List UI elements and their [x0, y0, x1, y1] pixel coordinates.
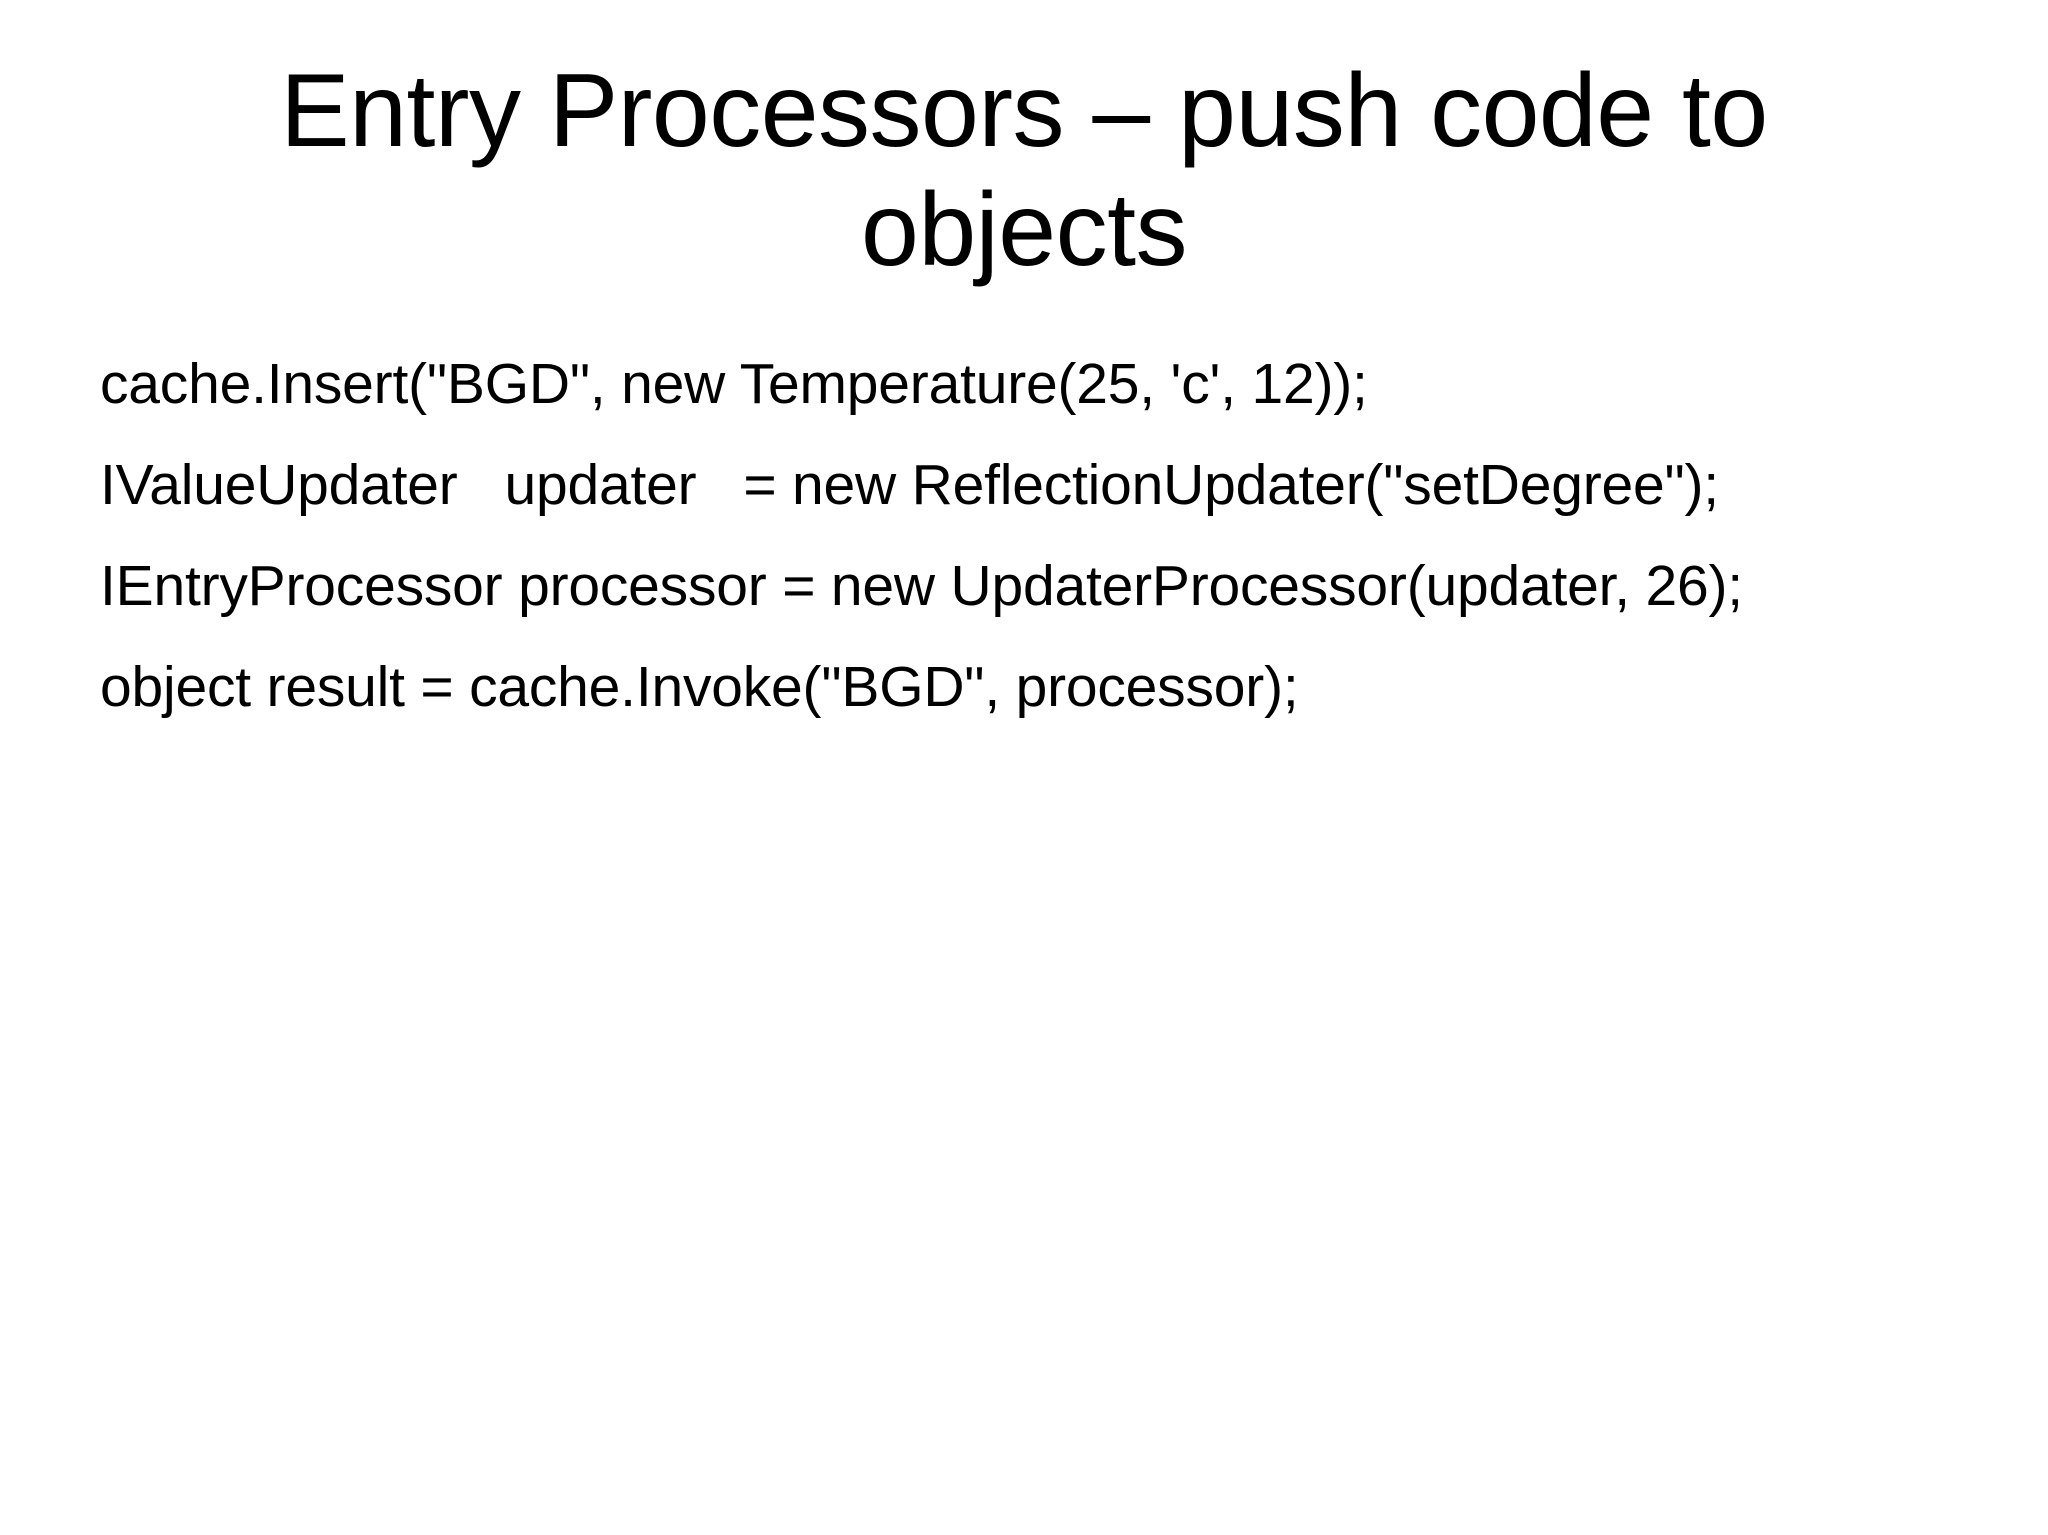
- title-line-1: Entry Processors – push code to: [280, 53, 1768, 169]
- code-line-2: IValueUpdater updater = new ReflectionUp…: [100, 453, 1719, 517]
- code-line-3: IEntryProcessor processor = new UpdaterP…: [100, 554, 1743, 618]
- slide-body-content: cache.Insert("BGD", new Temperature(25, …: [100, 356, 1980, 716]
- title-line-2: objects: [860, 171, 1188, 288]
- code-line-4: object result = cache.Invoke("BGD", proc…: [100, 655, 1299, 719]
- code-line-1: cache.Insert("BGD", new Temperature(25, …: [100, 352, 1368, 416]
- page-title: Entry Processors – push code to objects: [120, 52, 1928, 289]
